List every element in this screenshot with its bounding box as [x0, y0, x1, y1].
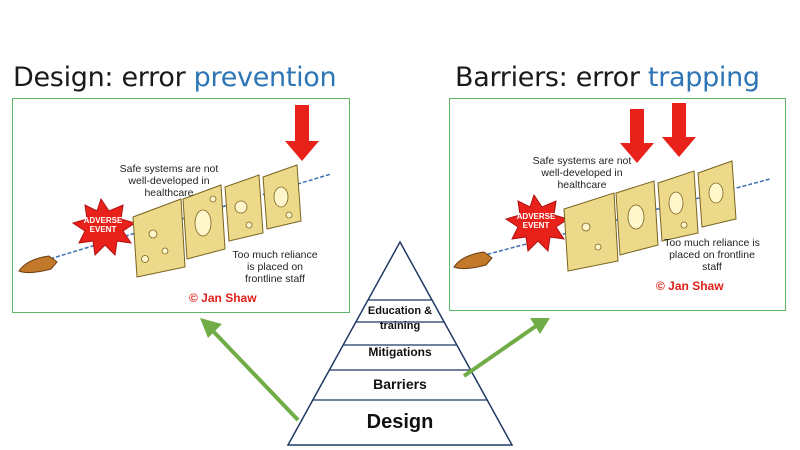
right-heading-prefix: Barriers: error	[455, 62, 648, 93]
cheese-slice-4	[697, 160, 737, 228]
cheese-slice-4	[262, 164, 302, 230]
pyramid-tier-barriers: Barriers	[373, 376, 427, 392]
cheese-slice-3	[657, 170, 699, 242]
right-heading-accent: trapping	[647, 62, 760, 93]
adverse-event-starburst-icon	[504, 193, 570, 253]
cheese-slice-3	[224, 174, 264, 242]
pyramid-tier-design: Design	[366, 411, 434, 433]
pyramid-tier-education: Education & training	[0, 304, 800, 334]
pyramid-tier-education-label: Education & training	[367, 305, 433, 332]
pyramid-outline	[286, 240, 514, 446]
pyramid-tier-mitigations: Mitigations	[368, 345, 432, 359]
note-reliance: Too much reliance is placed on frontline…	[664, 237, 760, 273]
red-arrow-down-icon	[662, 103, 696, 157]
cheese-slice-1	[132, 198, 186, 278]
cheese-slice-2	[615, 180, 659, 256]
swiss-cheese-panel-right: Safe systems are not well-developed in h…	[449, 98, 786, 311]
bullet-icon	[18, 255, 58, 274]
copyright-label: © Jan Shaw	[189, 291, 257, 305]
red-arrow-down-icon	[285, 105, 319, 161]
cheese-slice-1	[563, 192, 619, 272]
swiss-cheese-illustration-left	[18, 105, 332, 278]
adverse-event-label: ADVERSE EVENT	[83, 216, 123, 234]
red-arrow-down-icon	[620, 109, 654, 163]
left-heading-accent: prevention	[193, 62, 337, 93]
green-arrow-left-icon	[200, 318, 300, 422]
green-arrow-right-icon	[462, 318, 550, 378]
right-heading: Barriers: error trapping	[455, 62, 760, 93]
left-heading: Design: error prevention	[13, 62, 337, 93]
note-reliance: Too much reliance is placed on frontline…	[232, 249, 318, 285]
cheese-slice-2	[182, 184, 226, 260]
copyright-label: © Jan Shaw	[656, 279, 724, 293]
adverse-event-starburst-icon	[71, 197, 137, 257]
adverse-event-label: ADVERSE EVENT	[516, 212, 556, 230]
left-heading-prefix: Design: error	[13, 62, 194, 93]
bullet-icon	[453, 251, 493, 270]
swiss-cheese-illustration-right	[453, 103, 771, 272]
note-safe-systems: Safe systems are not well-developed in h…	[119, 163, 219, 199]
swiss-cheese-panel-left: Safe systems are not well-developed in h…	[12, 98, 350, 313]
note-safe-systems: Safe systems are not well-developed in h…	[532, 155, 632, 191]
